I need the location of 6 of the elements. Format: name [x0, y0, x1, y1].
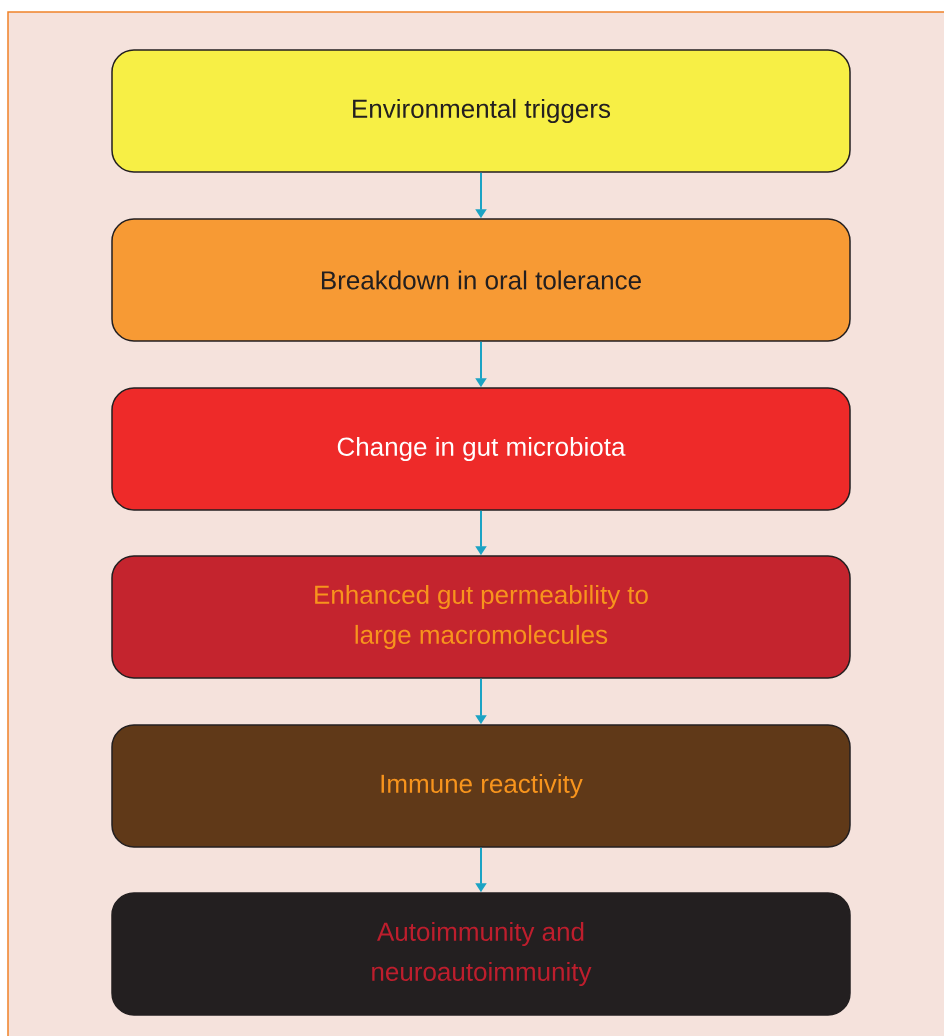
process-box: Enhanced gut permeability to large macromolecules — [111, 555, 851, 679]
process-box: Breakdown in oral tolerance — [111, 218, 851, 342]
process-box: Change in gut microbiota — [111, 387, 851, 511]
process-box: Immune reactivity — [111, 724, 851, 848]
process-box: Environmental triggers — [111, 49, 851, 173]
process-box: Autoimmunity and neuroautoimmunity — [111, 892, 851, 1016]
